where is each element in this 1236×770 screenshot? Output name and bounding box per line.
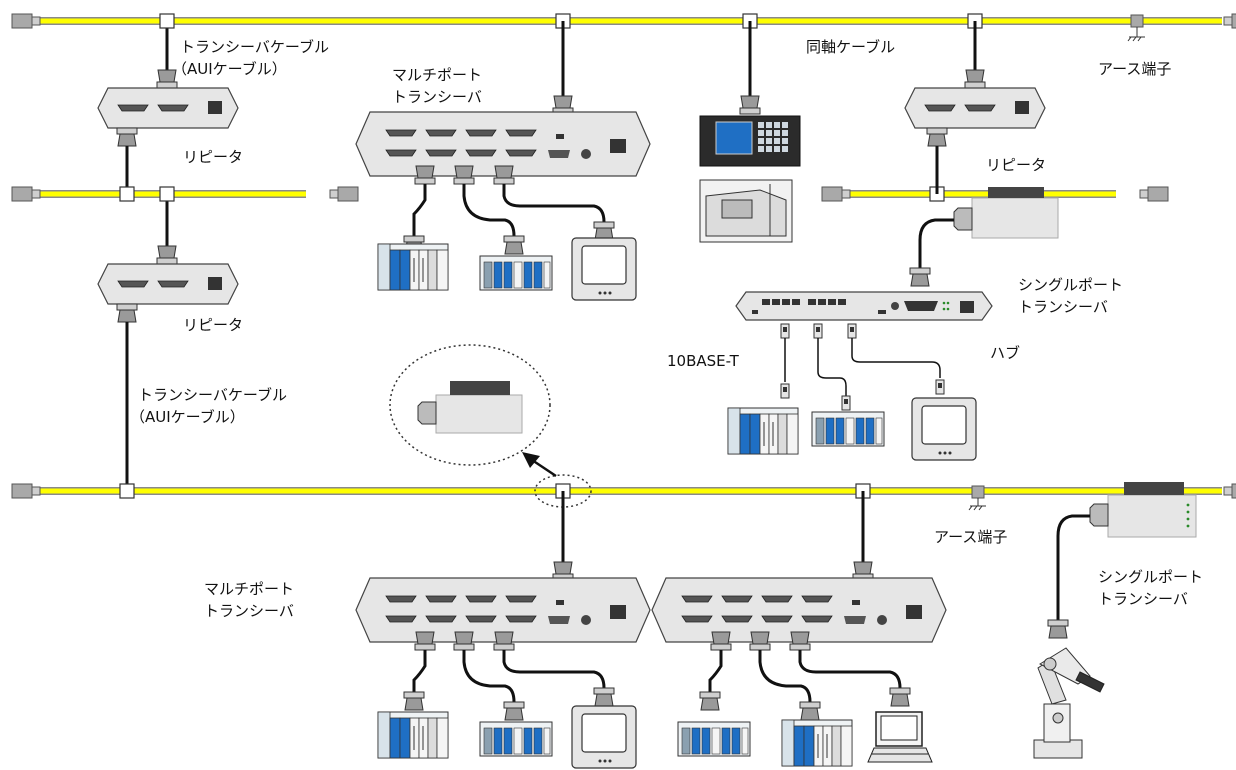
monitor-icon [911, 397, 977, 461]
single-port-transceiver-icon [1089, 482, 1197, 538]
terminator-icon [1139, 186, 1169, 202]
terminator-icon [11, 186, 41, 202]
earth-terminal-label-top: アース端子 [1098, 60, 1172, 78]
cnc-machine-icon [699, 115, 801, 243]
aui-connector-icon [964, 69, 986, 89]
terminator-icon [329, 186, 359, 202]
computer-icon [867, 711, 933, 763]
aui-cable-label-mid: トランシーバケーブル （AUIケーブル） [130, 386, 287, 426]
plc-icon [727, 407, 799, 455]
terminator-icon [1223, 483, 1236, 499]
aui-connector-icon [593, 221, 615, 241]
aui-connector-icon [414, 631, 436, 651]
aui-connector-icon [699, 691, 721, 711]
single-port-transceiver-icon [417, 381, 523, 434]
terminator-icon [11, 13, 41, 29]
aui-connector-icon [799, 701, 821, 721]
aui-connector-icon [926, 127, 948, 147]
plc-icon [677, 721, 751, 757]
aui-connector-icon [749, 631, 771, 651]
aui-connector-icon [552, 561, 574, 581]
repeater-label-left: リピータ [183, 148, 244, 166]
repeater-icon [905, 88, 1045, 128]
rj45-connector-icon [780, 323, 857, 339]
aui-connector-icon [116, 127, 138, 147]
aui-connector-icon [1047, 619, 1069, 639]
aui-connector-icon [453, 165, 475, 185]
robot-arm-icon [1033, 647, 1105, 759]
tenbase-t-label: 10BASE-T [667, 352, 739, 370]
aui-connector-icon [403, 691, 425, 711]
repeater-icon [98, 264, 238, 304]
monitor-icon [571, 705, 637, 769]
aui-connector-icon [889, 687, 911, 707]
single-port-transceiver-icon [953, 187, 1059, 239]
aui-cable-label-top: トランシーバケーブル （AUIケーブル） [172, 38, 329, 78]
aui-connector-icon [710, 631, 732, 651]
plc-icon [479, 255, 553, 291]
hub-label: ハブ [990, 344, 1021, 362]
multiport-transceiver-label-top: マルチポート トランシーバ [392, 66, 483, 106]
earth-terminal-label-bottom: アース端子 [934, 528, 1008, 546]
aui-connector-icon [116, 303, 138, 323]
repeater-label-right: リピータ [986, 156, 1047, 174]
aui-connector-icon [503, 701, 525, 721]
aui-connector-icon [789, 631, 811, 651]
aui-connector-icon [493, 631, 515, 651]
earth-ground-icon [968, 485, 986, 511]
terminator-icon [821, 186, 851, 202]
aui-connector-icon [852, 561, 874, 581]
terminator-icon [1223, 13, 1236, 29]
aui-connector-icon [909, 267, 931, 287]
aui-connector-icon [493, 165, 515, 185]
single-port-transceiver-label-right: シングルポート トランシーバ [1018, 276, 1124, 316]
aui-connector-icon [414, 165, 436, 185]
terminator-icon [11, 483, 41, 499]
multiport-transceiver-label-bottom: マルチポート トランシーバ [204, 580, 295, 620]
aui-connector-icon [552, 95, 574, 115]
single-port-transceiver-label-bottom: シングルポート トランシーバ [1098, 568, 1204, 608]
repeater-icon [98, 88, 238, 128]
plc-icon [811, 411, 885, 447]
arrow-icon [522, 452, 557, 478]
plc-icon [377, 243, 449, 291]
aui-connector-icon [593, 687, 615, 707]
aui-connector-icon [739, 95, 761, 115]
plc-icon [479, 721, 553, 757]
plc-icon [377, 711, 449, 759]
aui-connector-icon [156, 245, 178, 265]
monitor-icon [571, 237, 637, 301]
hub-icon [735, 291, 993, 321]
earth-ground-icon [1127, 14, 1145, 42]
repeater-label-left-2: リピータ [183, 316, 244, 334]
aui-connector-icon [453, 631, 475, 651]
coax-cable-label: 同軸ケーブル [806, 38, 896, 56]
zoom-bubble [389, 344, 551, 466]
aui-connector-icon [503, 235, 525, 255]
plc-icon [781, 719, 853, 767]
